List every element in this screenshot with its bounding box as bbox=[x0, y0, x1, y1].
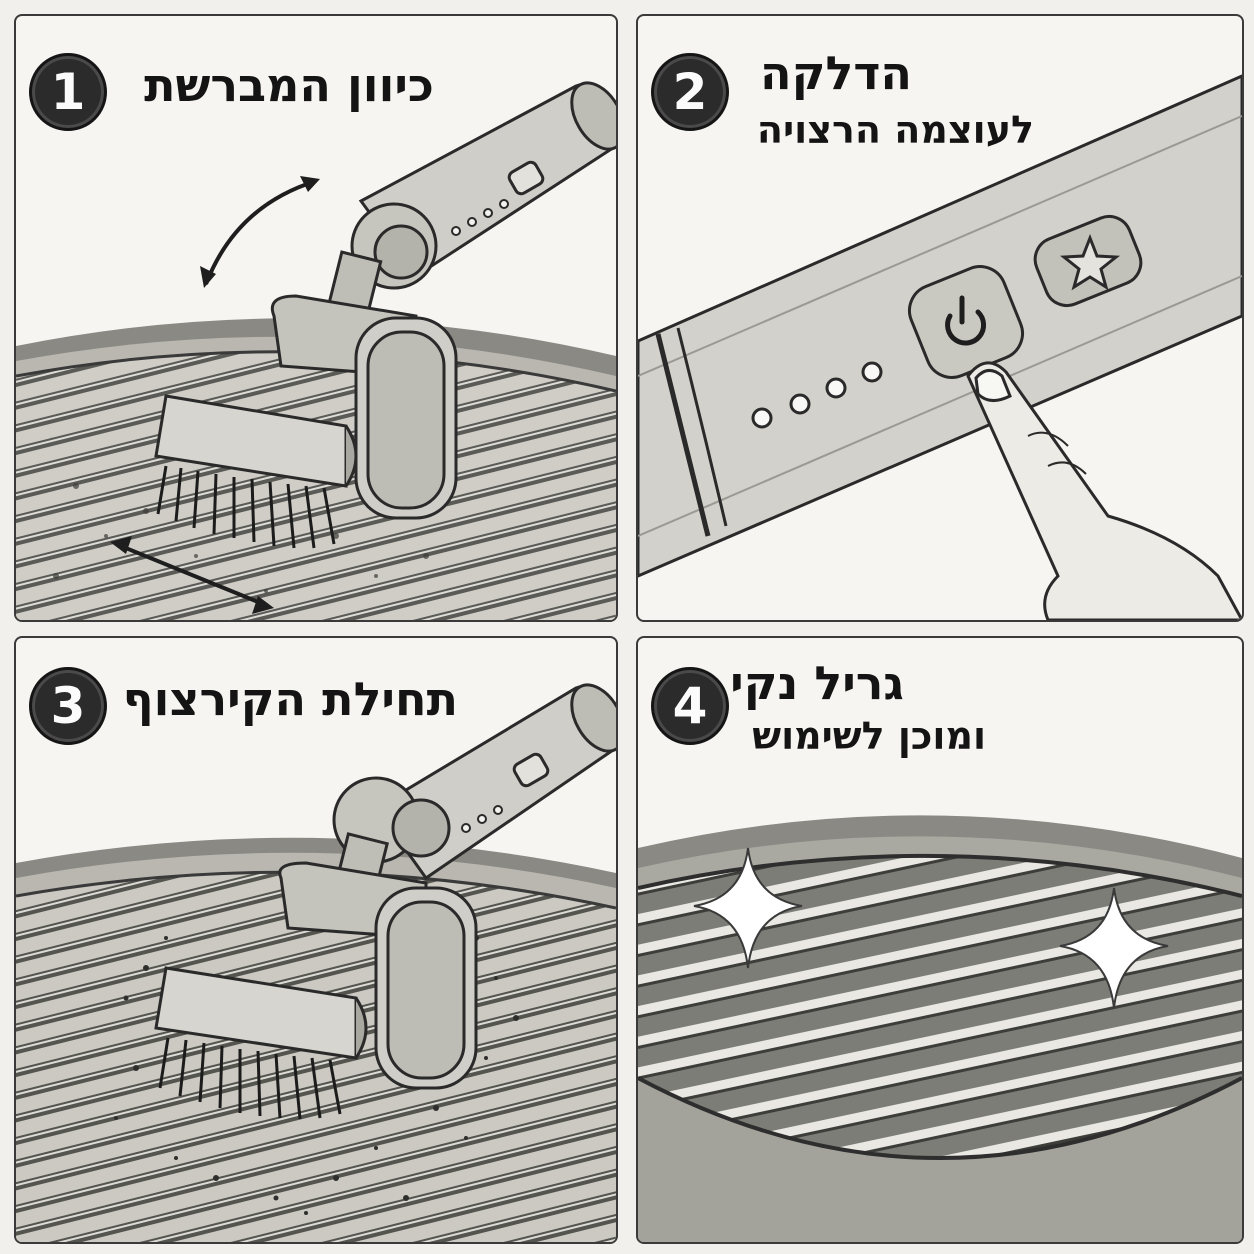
step-2-illustration bbox=[638, 16, 1242, 620]
pointing-finger bbox=[968, 363, 1242, 620]
step-4-panel: 4 גריל נקי ומוכן לשימוש bbox=[636, 636, 1244, 1244]
step-title: כיוון המברשת bbox=[144, 58, 434, 112]
step-number-badge: 4 bbox=[651, 667, 729, 745]
step-3-panel: 3 תחילת הקירצוף bbox=[14, 636, 618, 1244]
step-subtitle: ומוכן לשימוש bbox=[752, 714, 986, 758]
step-1-panel: 1 כיוון המברשת bbox=[14, 14, 618, 622]
step-title: הדלקה bbox=[760, 46, 912, 100]
step-2-panel: 2 הדלקה לעוצמה הרצויה bbox=[636, 14, 1244, 622]
step-number-badge: 2 bbox=[651, 53, 729, 131]
step-title: תחילת הקירצוף bbox=[123, 672, 458, 726]
step-subtitle: לעוצמה הרצויה bbox=[757, 108, 1034, 152]
step-number-badge: 1 bbox=[29, 53, 107, 131]
step-3-illustration bbox=[16, 638, 616, 1242]
rotate-arrow-icon bbox=[206, 181, 316, 284]
step-number-badge: 3 bbox=[29, 667, 107, 745]
step-title: גריל נקי bbox=[730, 656, 904, 710]
